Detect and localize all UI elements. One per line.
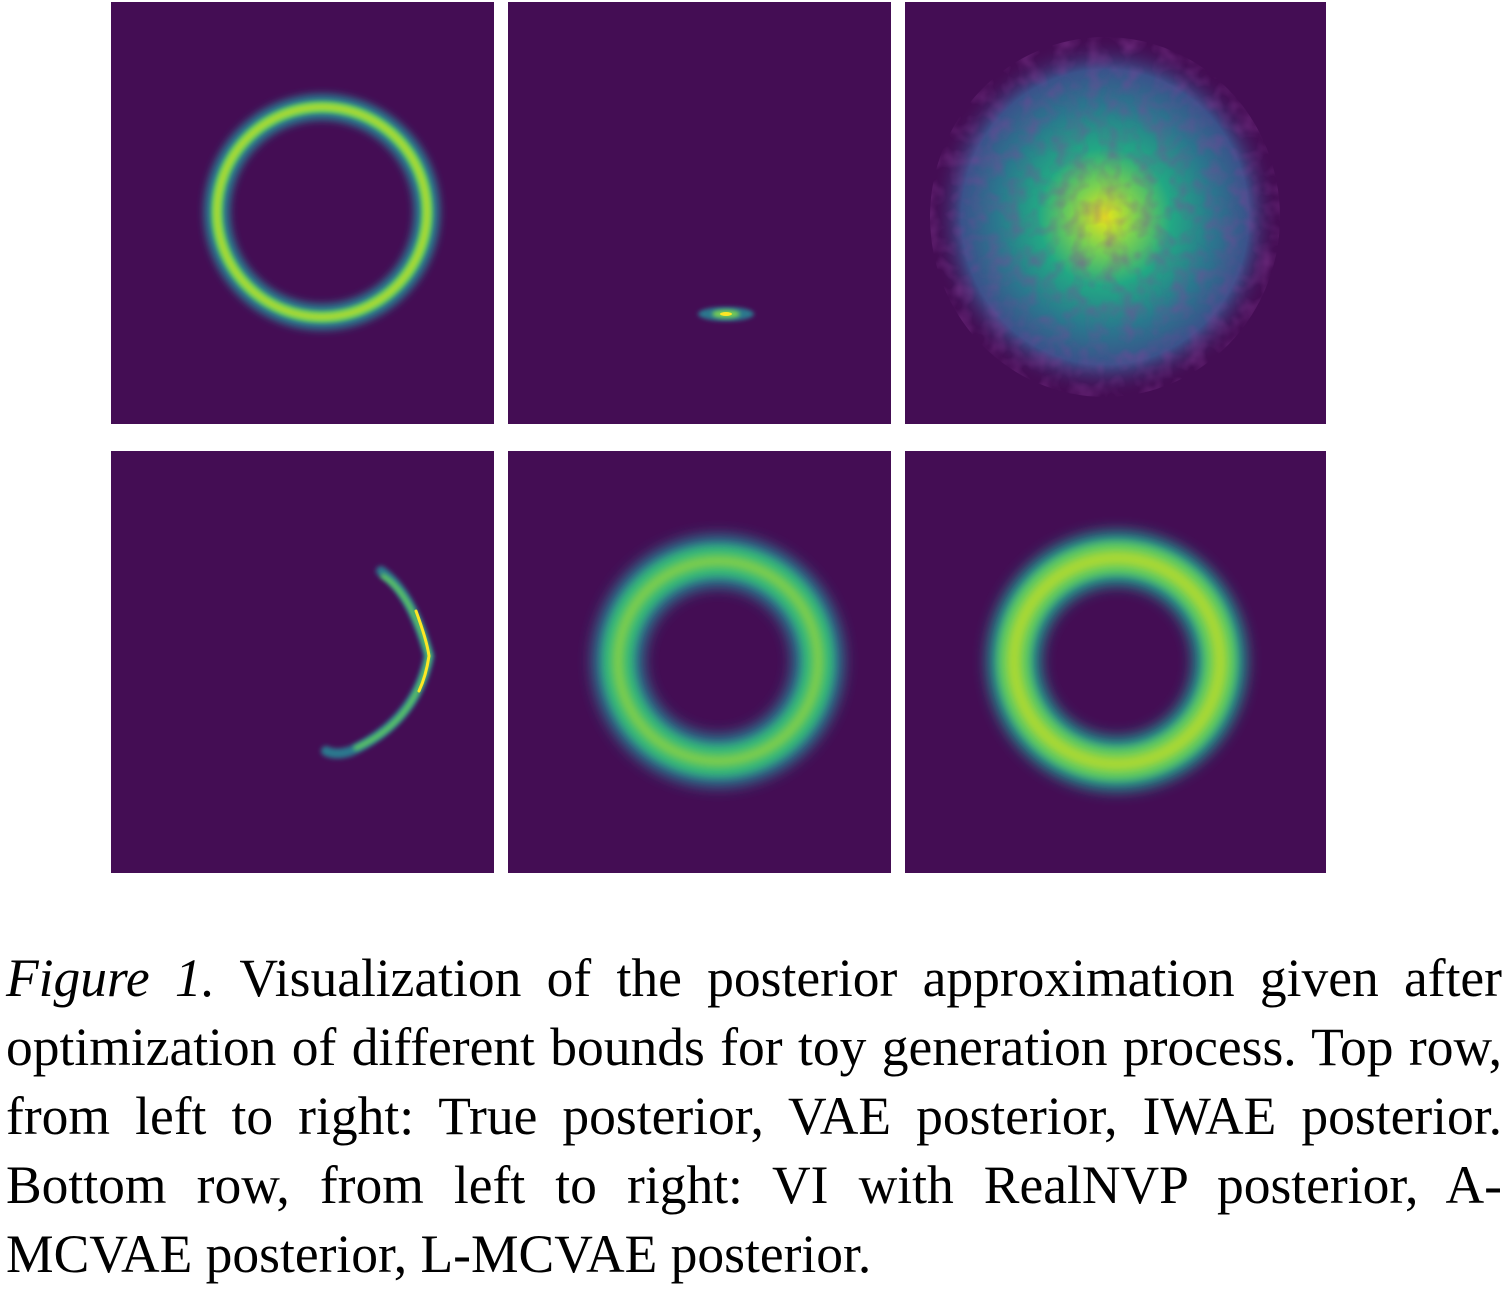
l-mcvae-posterior-plot (987, 531, 1247, 791)
figure-caption: Figure 1. Visualization of the posterior… (6, 944, 1502, 1289)
caption-text: Visualization of the posterior approxima… (6, 948, 1502, 1284)
figure-label: Figure 1. (6, 948, 216, 1008)
a-mcvae-posterior-plot (592, 535, 844, 787)
l-mcvae-posterior-panel (905, 451, 1326, 873)
a-mcvae-posterior-panel (508, 451, 891, 873)
true-posterior-plot (204, 94, 440, 330)
vae-posterior-plot (698, 307, 754, 321)
true-posterior-panel (111, 2, 494, 424)
vi-realnvp-posterior-plot (321, 566, 435, 759)
vae-posterior-panel (508, 2, 891, 424)
vi-realnvp-posterior-panel (111, 451, 494, 873)
figure (111, 2, 1326, 873)
iwae-posterior-plot (930, 37, 1280, 397)
iwae-posterior-panel (905, 2, 1326, 424)
